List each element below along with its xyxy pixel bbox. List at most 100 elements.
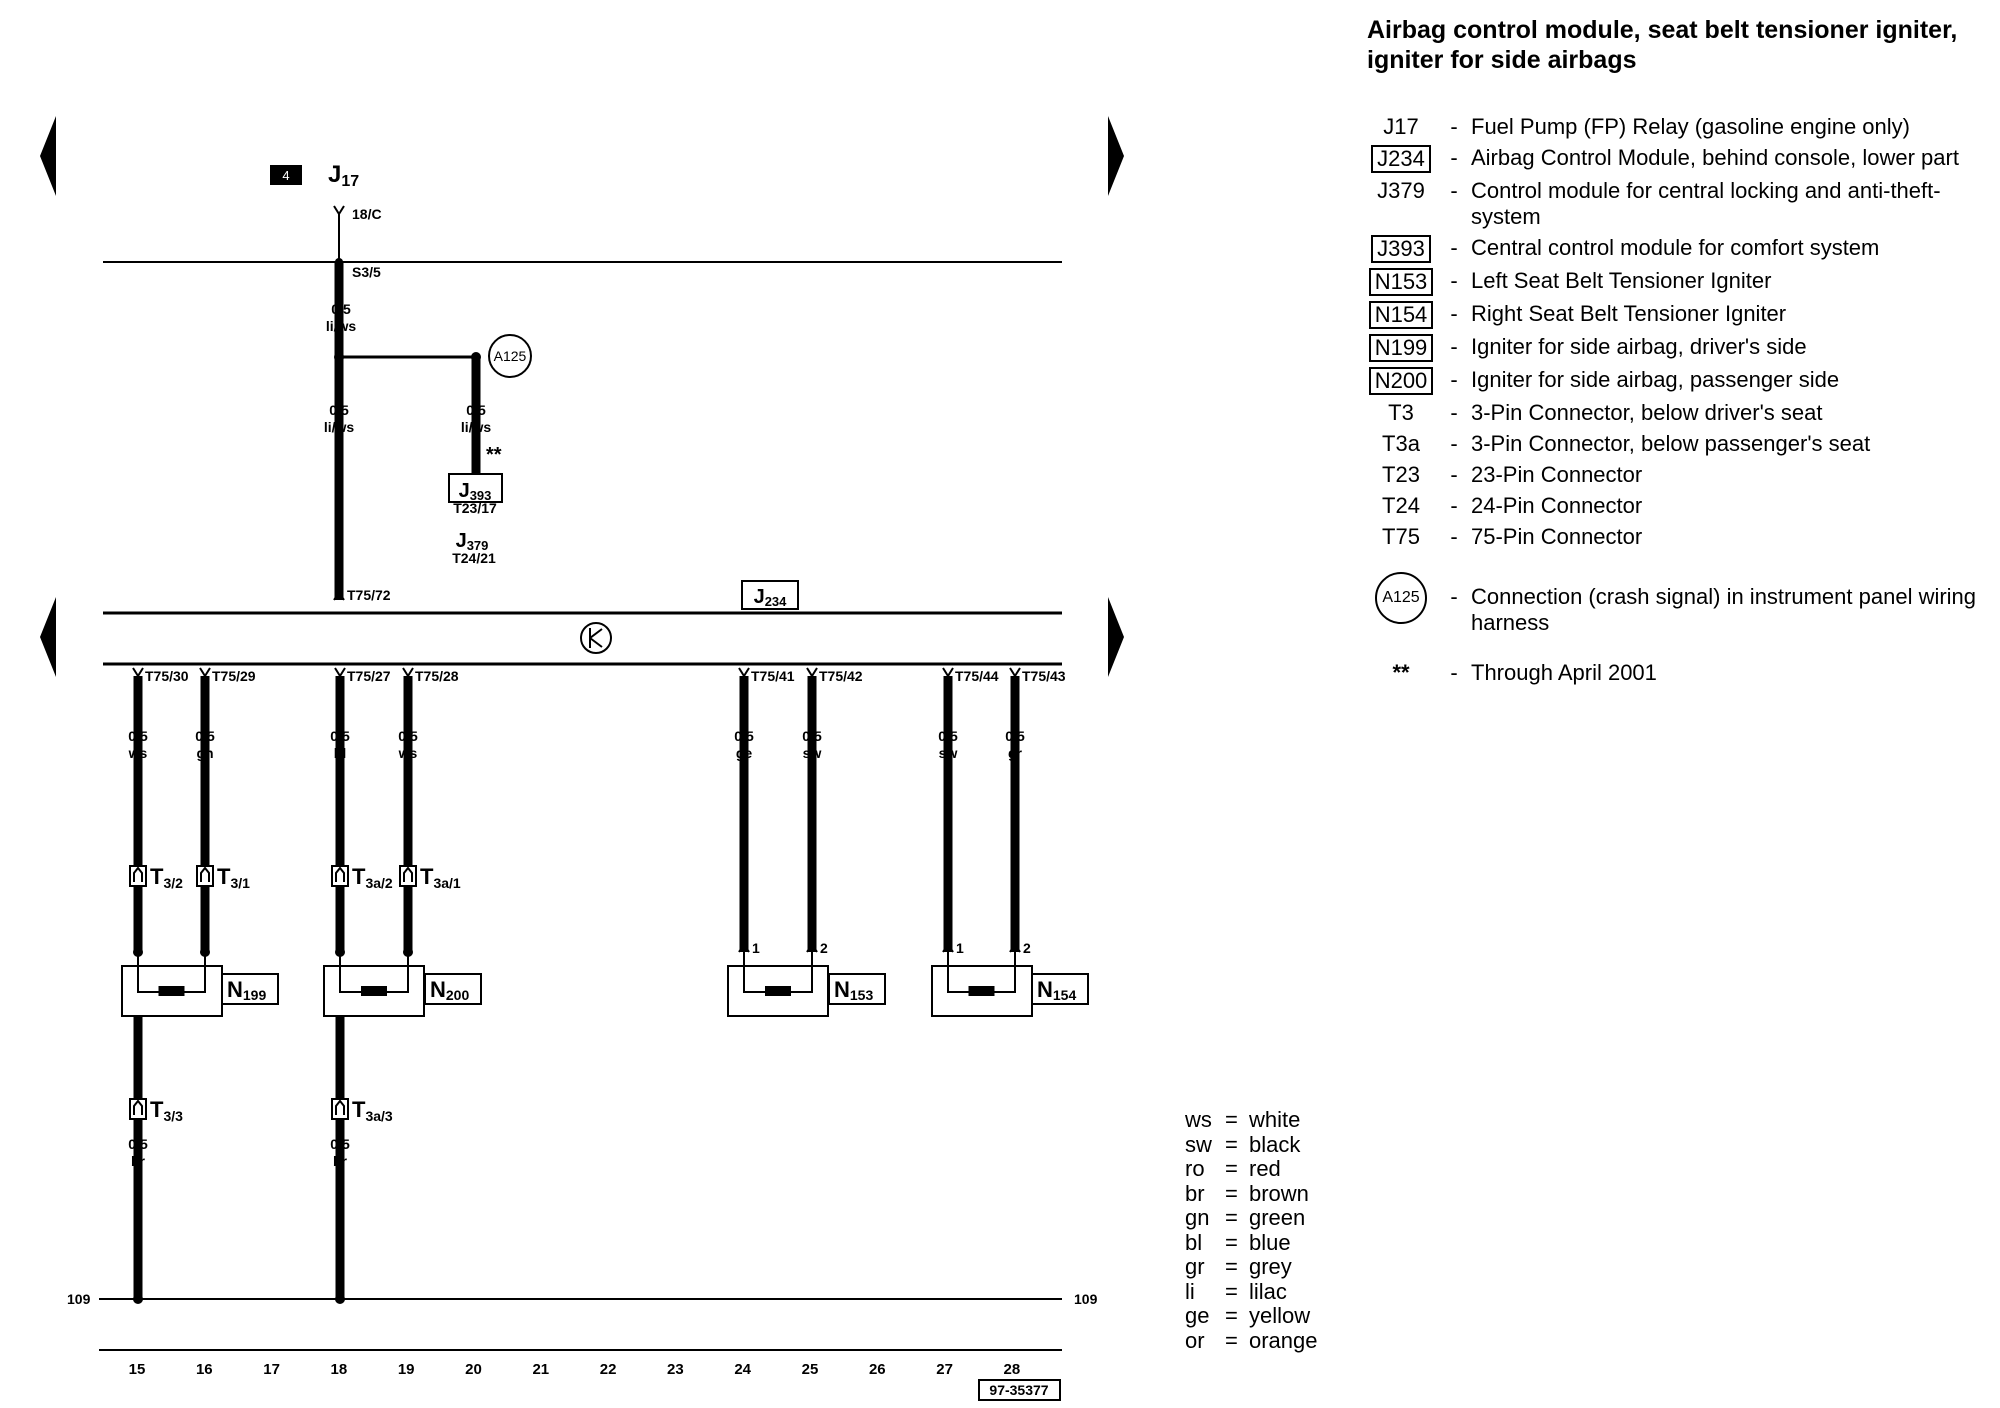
legend-code-text: T24 <box>1382 493 1420 518</box>
pin-arrow-icon <box>1009 667 1021 678</box>
ground-label-right: 109 <box>1074 1291 1098 1307</box>
legend-dash: - <box>1450 462 1458 487</box>
connector-label: T3/1 <box>217 864 250 891</box>
pin-arrow-icon <box>1009 942 1021 953</box>
double-star-note: ** <box>486 444 502 466</box>
color-equals: = <box>1225 1229 1238 1255</box>
legend-description: Igniter for side airbag, driver's side <box>1471 334 1807 359</box>
color-abbr: ws <box>1185 1107 1212 1132</box>
legend-description: Central control module for comfort syste… <box>1471 235 1880 260</box>
legend-dash: - <box>1450 660 1458 685</box>
legend-dash: - <box>1450 584 1458 609</box>
nav-left-bottom-arrow[interactable] <box>40 597 56 677</box>
legend-code-text: J379 <box>1377 178 1425 203</box>
legend-code-text: N199 <box>1368 334 1434 362</box>
component-label: N154 <box>1037 977 1076 1003</box>
legend-code-text: T3a <box>1382 431 1420 456</box>
branch-dot <box>334 352 344 362</box>
legend-row: J393-Central control module for comfort … <box>1365 235 1995 263</box>
grid-number: 21 <box>532 1361 549 1378</box>
legend-row: T3-3-Pin Connector, below driver's seat <box>1365 400 1995 426</box>
color-equals: = <box>1225 1131 1238 1157</box>
top-wire-color-1: li/ws <box>326 318 357 334</box>
color-name: black <box>1249 1131 1301 1157</box>
j234-label: J234 <box>754 586 788 609</box>
wire-color-label: br <box>131 1153 146 1169</box>
legend-row-note: **-Through April 2001 <box>1365 660 1995 686</box>
legend-code: T3 <box>1365 400 1437 426</box>
pin-arrow-icon <box>738 942 750 953</box>
color-abbr: ge <box>1185 1303 1210 1328</box>
color-code-row: bl=blue <box>1185 1229 1318 1256</box>
top-wire-color-3: li/ws <box>461 419 492 435</box>
legend-row: T3a-3-Pin Connector, below passenger's s… <box>1365 431 1995 457</box>
seat-pin-label: 2 <box>820 940 828 956</box>
pin-label: T75/44 <box>955 668 999 684</box>
color-abbr: li <box>1185 1278 1195 1304</box>
color-equals: = <box>1225 1156 1238 1181</box>
wire-color-label: sw <box>939 745 958 761</box>
legend-code: A125 <box>1365 572 1437 624</box>
color-name: lilac <box>1249 1278 1287 1304</box>
legend-row: N199-Igniter for side airbag, driver's s… <box>1365 334 1995 362</box>
wire-color-label: br <box>333 1153 348 1169</box>
component-legend: J17-Fuel Pump (FP) Relay (gasoline engin… <box>1365 114 1995 691</box>
wire-size-label: 0,5 <box>398 728 418 744</box>
legend-code: T3a <box>1365 431 1437 457</box>
pin-label: T75/28 <box>415 668 459 684</box>
component-label: N199 <box>227 977 266 1003</box>
igniter-wiring: T75/300,5wsT75/290,5gnT75/270,5blT75/280… <box>121 667 1089 1304</box>
pin-label: T75/42 <box>819 668 863 684</box>
legend-row: T24-24-Pin Connector <box>1365 493 1995 519</box>
pin-arrow-icon <box>942 942 954 953</box>
wire-size-label: 0,5 <box>195 728 215 744</box>
color-abbr: ro <box>1185 1156 1205 1181</box>
nav-right-top-arrow[interactable] <box>1108 116 1124 196</box>
color-code-row: ws=white <box>1185 1107 1318 1133</box>
relay-badge <box>270 165 302 185</box>
legend-dash: - <box>1450 145 1458 170</box>
color-name: blue <box>1249 1229 1291 1255</box>
igniter-element-icon <box>765 986 791 996</box>
legend-description: 3-Pin Connector, below driver's seat <box>1471 400 1823 425</box>
legend-code: T23 <box>1365 462 1437 488</box>
component-label-box <box>424 973 482 1005</box>
legend-dash: - <box>1450 524 1458 549</box>
pin-arrow-icon <box>199 667 211 678</box>
legend-code: N199 <box>1365 334 1437 362</box>
connector-label: T3/3 <box>150 1097 183 1124</box>
pin-label: T75/41 <box>751 668 795 684</box>
color-equals: = <box>1225 1205 1238 1230</box>
wire-size-label: 0,5 <box>330 1136 350 1152</box>
pin-arrow-icon <box>806 942 818 953</box>
legend-row: N200-Igniter for side airbag, passenger … <box>1365 367 1995 395</box>
legend-dash: - <box>1450 114 1458 139</box>
legend-description: Igniter for side airbag, passenger side <box>1471 367 1840 392</box>
connector-label: T3a/2 <box>352 864 393 891</box>
pin-arrow-icon <box>942 667 954 678</box>
component-label-box <box>221 973 279 1005</box>
legend-row: J379-Control module for central locking … <box>1365 178 1995 230</box>
component-label-box <box>1031 973 1089 1005</box>
grid-number: 22 <box>600 1361 617 1378</box>
pin-label: T75/29 <box>212 668 256 684</box>
color-equals: = <box>1225 1254 1238 1279</box>
color-code-row: li=lilac <box>1185 1278 1318 1305</box>
nav-left-top-arrow[interactable] <box>40 116 56 196</box>
legend-description: Through April 2001 <box>1471 660 1657 685</box>
seat-pin-label: 2 <box>1023 940 1031 956</box>
legend-dash: - <box>1450 334 1458 359</box>
legend-row: T23-23-Pin Connector <box>1365 462 1995 488</box>
igniter-element-icon <box>968 986 995 996</box>
pin-label: T75/43 <box>1022 668 1066 684</box>
splice-label: S3/5 <box>352 264 381 280</box>
connector-arrow-icon <box>403 866 413 882</box>
legend-dash: - <box>1450 268 1458 293</box>
legend-code-text: N154 <box>1368 301 1434 329</box>
diagram-title: Airbag control module, seat belt tension… <box>1367 16 1958 74</box>
nav-right-bottom-arrow[interactable] <box>1108 597 1124 677</box>
legend-row: N154-Right Seat Belt Tensioner Igniter <box>1365 301 1995 329</box>
top-wire-size-3: 0,5 <box>466 402 486 418</box>
a125-legend-icon: A125 <box>1375 572 1427 624</box>
